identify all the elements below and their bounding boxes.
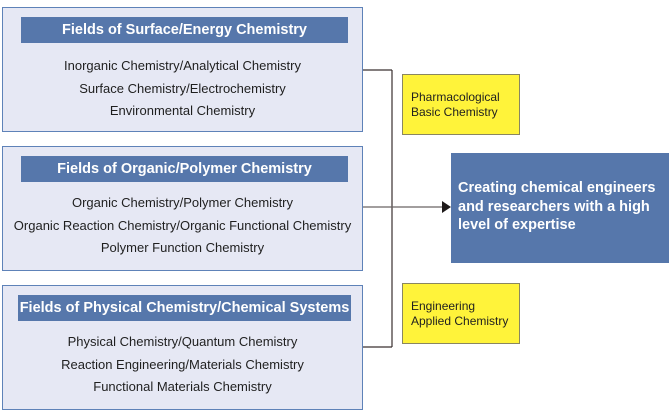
field-item: Functional Materials Chemistry [93,379,272,394]
field-item: Organic Reaction Chemistry/Organic Funct… [13,217,352,233]
field-item: Environmental Chemistry [109,103,256,118]
field-header: Fields of Organic/Polymer Chemistry [21,156,348,182]
field-item: Organic Chemistry/Polymer Chemistry [71,195,294,210]
arrow-head-icon [442,201,451,213]
side-box-engineering: Engineering Applied Chemistry [402,283,520,344]
goal-line: and researchers with a high [458,198,650,215]
field-box-organic-polymer: Fields of Organic/Polymer Chemistry Orga… [2,146,363,271]
field-item: Surface Chemistry/Electrochemistry [79,80,286,96]
field-box-surface-energy: Fields of Surface/Energy Chemistry Inorg… [2,7,363,132]
field-header: Fields of Physical Chemistry/Chemical Sy… [18,295,351,321]
field-item: Polymer Function Chemistry [100,240,265,255]
goal-line: level of expertise [458,217,576,233]
side-box-line: Applied Chemistry [411,313,509,328]
field-items: Physical Chemistry/Quantum Chemistry Rea… [3,331,362,399]
field-box-physical-chemical-systems: Fields of Physical Chemistry/Chemical Sy… [2,285,363,410]
field-header: Fields of Surface/Energy Chemistry [21,17,348,43]
side-box-line: Basic Chemistry [411,104,498,119]
field-item: Reaction Engineering/Materials Chemistry [61,356,304,372]
goal-box: Creating chemical engineers and research… [451,153,669,263]
field-item: Inorganic Chemistry/Analytical Chemistry [64,58,301,73]
side-box-line: Pharmacological [411,89,500,104]
side-box-line: Engineering [411,298,476,313]
field-items: Inorganic Chemistry/Analytical Chemistry… [3,55,362,123]
side-box-pharmacological: Pharmacological Basic Chemistry [402,74,520,135]
field-items: Organic Chemistry/Polymer Chemistry Orga… [3,192,362,260]
goal-line: Creating chemical engineers [458,180,656,196]
field-item: Physical Chemistry/Quantum Chemistry [67,334,298,349]
